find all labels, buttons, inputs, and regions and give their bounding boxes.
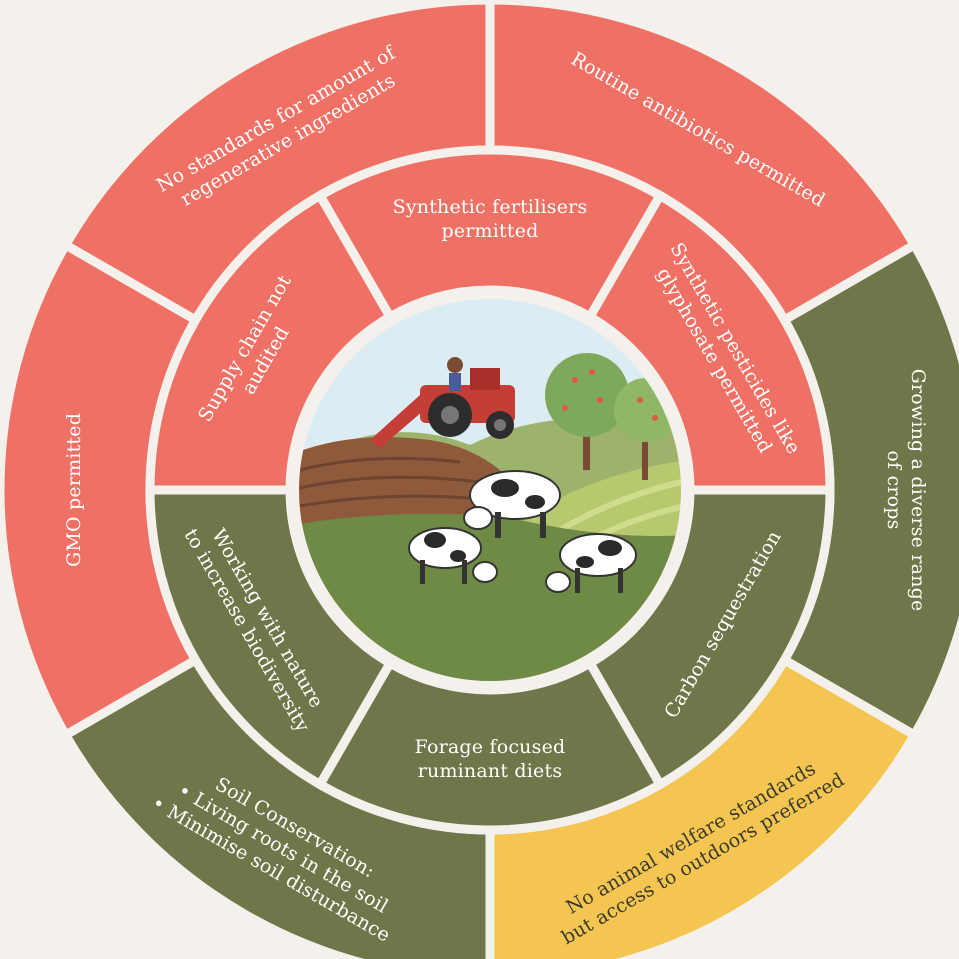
label-gmo-line: GMO permitted [63,413,85,567]
label-gmo: GMO permitted [63,413,85,567]
cow-icon [545,533,637,593]
label-diverse-crops-line: Growing a diverse range [907,369,929,612]
label-fertilisers-line: permitted [441,220,538,242]
label-fertilisers-line: Synthetic fertilisers [393,196,588,218]
cow-icon [463,470,561,538]
label-forage-line: ruminant diets [418,760,563,782]
tree-icon [545,353,629,437]
farm-illustration [294,294,686,686]
label-diverse-crops-line: of crops [883,450,905,529]
tractor-icon [370,357,515,448]
cow-icon [408,527,498,584]
center-border [289,289,691,691]
label-forage-line: Forage focused [415,736,566,758]
